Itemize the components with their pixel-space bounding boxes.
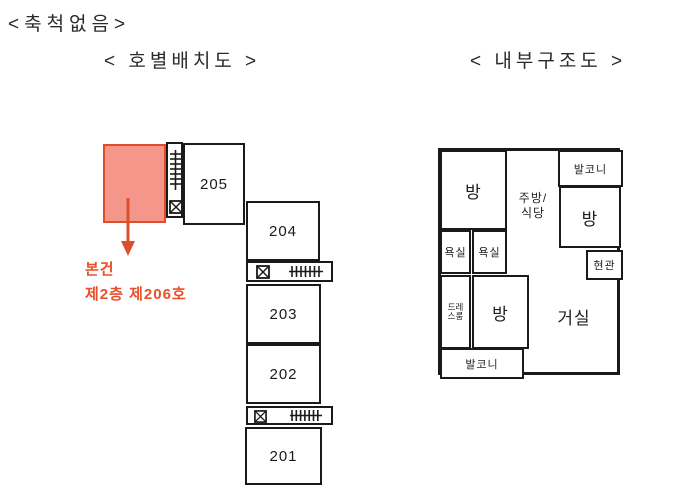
dressroom-label-line2: 스룸 xyxy=(447,311,464,321)
bathroom-left: 욕실 xyxy=(440,230,471,274)
unit-204: 204 xyxy=(246,201,320,261)
unit-201-label: 201 xyxy=(269,447,298,465)
unit-layout-title: < 호별배치도 > xyxy=(104,51,261,72)
kitchen-label-line1: 주방/ xyxy=(518,191,548,205)
floor-plan-diagram: 방 주방/ 식당 발코니 방 현관 욕실 욕실 드레 스룸 방 발코니 xyxy=(438,148,623,379)
stairs-icon xyxy=(169,149,182,191)
unit-202: 202 xyxy=(246,344,321,404)
highlight-note-line2: 제2층 제206호 xyxy=(85,286,187,303)
highlight-note: 본건 제2층 제206호 xyxy=(85,257,187,307)
entrance: 현관 xyxy=(586,250,623,280)
dressroom: 드레 스룸 xyxy=(440,275,471,349)
room-bottom-label: 방 xyxy=(492,304,509,324)
bathroom-right-label: 욕실 xyxy=(478,247,501,259)
down-arrow-icon xyxy=(120,197,136,257)
living-room-label: 거실 xyxy=(557,308,591,328)
kitchen-dining-area: 주방/ 식당 xyxy=(507,183,559,229)
room-top-left-label: 방 xyxy=(465,182,482,202)
room-top-left: 방 xyxy=(440,150,507,230)
unit-203: 203 xyxy=(246,284,321,344)
unit-205-label: 205 xyxy=(199,175,229,193)
elevator-icon xyxy=(256,265,270,279)
dressroom-label-line1: 드레 xyxy=(447,301,464,312)
balcony-top: 발코니 xyxy=(558,150,623,187)
stairs-icon xyxy=(288,265,324,278)
unit-201: 201 xyxy=(245,427,322,485)
entrance-label: 현관 xyxy=(593,260,616,272)
floor-plan-title: < 내부구조도 > xyxy=(470,51,627,72)
elevator-icon xyxy=(254,410,267,423)
corridor-strip-1 xyxy=(246,261,333,282)
balcony-bottom: 발코니 xyxy=(440,348,524,379)
elevator-icon xyxy=(169,200,183,214)
living-room-area: 거실 xyxy=(541,301,607,331)
stairs-icon xyxy=(289,409,323,422)
unit-206-highlight xyxy=(103,144,166,223)
room-right: 방 xyxy=(559,186,621,248)
unit-204-label: 204 xyxy=(268,222,298,240)
unit-205: 205 xyxy=(183,143,245,225)
bathroom-left-label: 욕실 xyxy=(444,247,467,259)
highlight-note-line1: 본건 xyxy=(85,261,115,278)
scale-note: <축척없음> xyxy=(8,14,131,35)
balcony-bottom-label: 발코니 xyxy=(465,358,499,371)
corridor-strip-2 xyxy=(246,406,333,425)
room-bottom: 방 xyxy=(472,275,529,349)
unit-203-label: 203 xyxy=(269,305,298,323)
kitchen-label-line2: 식당 xyxy=(520,206,546,220)
balcony-top-label: 발코니 xyxy=(573,163,608,176)
stairwell-strip xyxy=(166,142,183,218)
room-right-label: 방 xyxy=(581,209,599,229)
bathroom-right: 욕실 xyxy=(472,230,507,274)
unit-202-label: 202 xyxy=(269,365,298,383)
